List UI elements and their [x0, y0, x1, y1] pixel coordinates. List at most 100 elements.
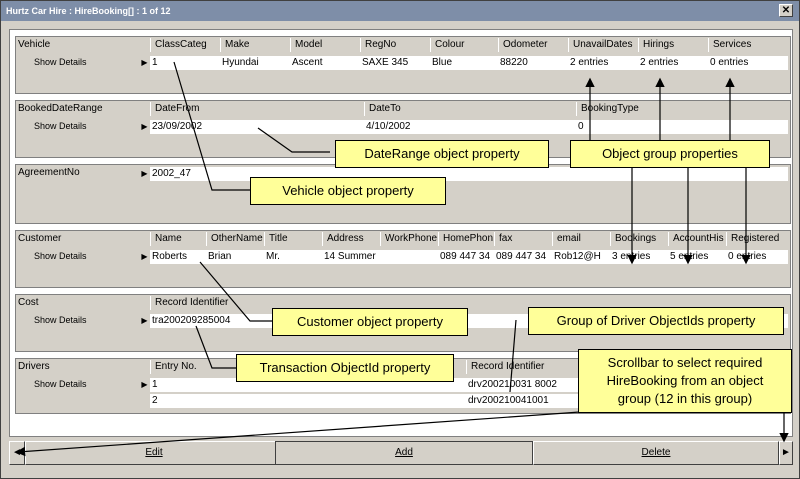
vehicle-services[interactable]: 0 entries — [710, 57, 749, 68]
record-navigation: ◄ Edit Add Delete ► — [9, 441, 793, 465]
customer-header-workphone: WorkPhone — [380, 232, 438, 246]
edit-button-label: Edit — [145, 447, 163, 458]
customer-homephon[interactable]: 089 447 34 — [440, 251, 491, 262]
customer-accounthis[interactable]: 5 entries — [670, 251, 709, 262]
vehicle-header-regno: RegNo — [360, 38, 430, 52]
customer-registered[interactable]: 0 entries — [728, 251, 767, 262]
edit-button[interactable]: Edit — [25, 441, 283, 465]
daterange-callout: DateRange object property — [335, 140, 549, 168]
vehicle-hirings[interactable]: 2 entries — [640, 57, 679, 68]
delete-button-label: Delete — [641, 447, 671, 458]
driver-record-identifier[interactable]: drv200210041001 — [468, 395, 549, 406]
customer-header-title: Title — [264, 232, 322, 246]
customer-header-accounthis: AccountHis — [668, 232, 726, 246]
drivergroup-callout: Group of Driver ObjectIds property — [528, 307, 784, 335]
row-selector-icon[interactable]: ▶ — [141, 122, 148, 131]
customer-header-fax: fax — [494, 232, 552, 246]
vehicle-header-odometer: Odometer — [498, 38, 568, 52]
objgroup-callout: Object group properties — [570, 140, 770, 168]
customer-workphone[interactable] — [380, 250, 438, 264]
booked-header-dateto: DateTo — [364, 102, 576, 116]
customer-name[interactable]: Roberts — [152, 251, 188, 262]
customer-header-name: Name — [150, 232, 206, 246]
customer-show-details[interactable]: Show Details — [34, 251, 87, 261]
customer-title[interactable]: Mr. — [266, 251, 280, 262]
customer-callout: Customer object property — [272, 308, 468, 336]
next-record-button[interactable]: ► — [779, 441, 793, 465]
row-selector-icon[interactable]: ▶ — [141, 169, 148, 178]
customer-fax[interactable]: 089 447 34 — [496, 251, 547, 262]
customer-bookings[interactable]: 3 entries — [612, 251, 651, 262]
booked-header-datefrom: DateFrom — [150, 102, 364, 116]
row-selector-icon[interactable]: ▶ — [141, 316, 148, 325]
vehicle-odometer[interactable]: 88220 — [500, 57, 528, 68]
customer-section: Customer Show Details Name OtherName Tit… — [15, 230, 791, 288]
vehicle-header-colour: Colour — [430, 38, 498, 52]
previous-record-button[interactable]: ◄ — [9, 441, 25, 465]
drivers-label: Drivers — [18, 361, 50, 372]
vehicle-callout: Vehicle object property — [250, 177, 446, 205]
customer-header-bookings: Bookings — [610, 232, 668, 246]
vehicle-header-unavaildates: UnavailDates — [568, 38, 638, 52]
scrollbar-callout-line: Scrollbar to select required — [607, 355, 763, 370]
agreement-section: AgreementNo ▶ 2002_47 — [15, 164, 791, 224]
booked-row[interactable]: 23/09/2002 4/10/2002 0 — [150, 120, 788, 134]
driver-entry-no[interactable]: 2 — [152, 395, 158, 406]
vehicle-row[interactable]: 1 Hyundai Ascent SAXE 345 Blue 88220 2 e… — [150, 56, 788, 70]
booked-header-bookingtype: BookingType — [576, 102, 788, 116]
agreement-value[interactable]: 2002_47 — [152, 168, 191, 179]
vehicle-show-details[interactable]: Show Details — [34, 57, 87, 67]
vehicle-section: Vehicle Show Details ClassCateg Make Mod… — [15, 36, 791, 94]
customer-row[interactable]: Roberts Brian Mr. 14 Summer 089 447 34 0… — [150, 250, 788, 264]
customer-header-homephon: HomePhon — [438, 232, 494, 246]
cost-label: Cost — [18, 297, 39, 308]
add-button-label: Add — [395, 447, 413, 458]
vehicle-header-classcateg: ClassCateg — [150, 38, 220, 52]
close-icon[interactable]: ✕ — [779, 4, 793, 17]
cost-record-identifier[interactable]: tra200209285004 — [152, 315, 231, 326]
booked-bookingtype[interactable]: 0 — [578, 121, 584, 132]
delete-button[interactable]: Delete — [533, 441, 779, 465]
cost-show-details[interactable]: Show Details — [34, 315, 87, 325]
row-selector-icon[interactable]: ▶ — [141, 252, 148, 261]
window-title: Hurtz Car Hire : HireBooking[] : 1 of 12 — [6, 6, 171, 16]
cost-header-record-identifier: Record Identifier — [150, 296, 350, 310]
vehicle-classcateg[interactable]: 1 — [152, 57, 158, 68]
vehicle-unavaildates[interactable]: 2 entries — [570, 57, 609, 68]
drivers-header-entry-no: Entry No. — [150, 360, 466, 374]
customer-header-email: email — [552, 232, 610, 246]
customer-label: Customer — [18, 233, 62, 244]
vehicle-header-services: Services — [708, 38, 788, 52]
vehicle-header-hirings: Hirings — [638, 38, 708, 52]
customer-othername[interactable]: Brian — [208, 251, 232, 262]
driver-entry-no[interactable]: 1 — [152, 379, 158, 390]
vehicle-header-model: Model — [290, 38, 360, 52]
scrollbar-callout: Scrollbar to select required HireBooking… — [578, 349, 792, 413]
row-selector-icon[interactable]: ▶ — [141, 58, 148, 67]
vehicle-header-make: Make — [220, 38, 290, 52]
agreement-label: AgreementNo — [18, 167, 80, 178]
scrollbar-callout-line: HireBooking from an object — [606, 373, 764, 388]
vehicle-model[interactable]: Ascent — [292, 57, 323, 68]
customer-email[interactable]: Rob12@H — [554, 251, 601, 262]
drivers-show-details[interactable]: Show Details — [34, 379, 87, 389]
booked-datefrom[interactable]: 23/09/2002 — [152, 121, 203, 132]
booked-dateto[interactable]: 4/10/2002 — [366, 121, 411, 132]
scrollbar-callout-line: group (12 in this group) — [617, 391, 753, 406]
vehicle-make[interactable]: Hyundai — [222, 57, 259, 68]
title-bar: Hurtz Car Hire : HireBooking[] : 1 of 12… — [1, 1, 799, 21]
booked-show-details[interactable]: Show Details — [34, 121, 87, 131]
customer-header-othername: OtherName — [206, 232, 264, 246]
customer-header-registered: Registered — [726, 232, 788, 246]
row-selector-icon[interactable]: ▶ — [141, 380, 148, 389]
customer-header-address: Address — [322, 232, 380, 246]
transaction-callout: Transaction ObjectId property — [236, 354, 454, 382]
vehicle-regno[interactable]: SAXE 345 — [362, 57, 409, 68]
drivers-header-record-identifier: Record Identifier — [466, 360, 666, 374]
booked-label: BookedDateRange — [18, 103, 103, 114]
customer-address[interactable]: 14 Summer — [324, 251, 376, 262]
add-button[interactable]: Add — [275, 441, 533, 465]
agreement-row[interactable]: 2002_47 — [150, 167, 788, 181]
vehicle-colour[interactable]: Blue — [432, 57, 453, 68]
vehicle-label: Vehicle — [18, 39, 51, 50]
